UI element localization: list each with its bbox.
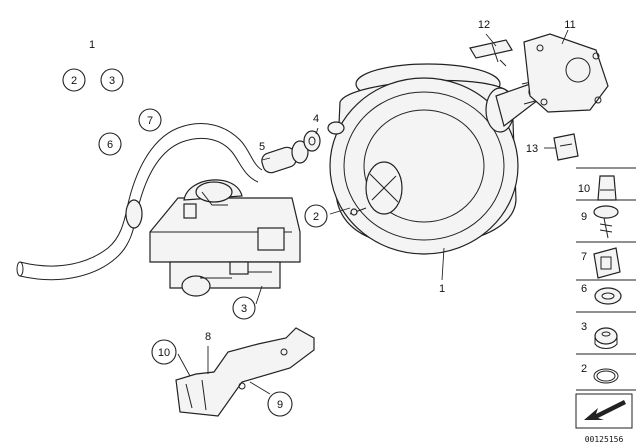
hose-sleeve [125, 199, 143, 229]
grommet [303, 130, 321, 152]
legend-label-2: 2 [581, 363, 587, 375]
legend-part-9-icon [593, 205, 619, 239]
gasket [523, 33, 609, 113]
diagram-id: 00125156 [585, 435, 624, 444]
callout-9-circle [267, 391, 293, 417]
master-cylinder [149, 179, 301, 297]
leader-lines [177, 29, 569, 395]
callout-5: 5 [259, 141, 265, 153]
callout-1-booster: 1 [439, 283, 445, 295]
callout-2-mid-label: 2 [313, 211, 319, 223]
callout-4: 4 [313, 113, 319, 125]
legend-label-9: 9 [581, 211, 587, 223]
legend-part-2-icon [593, 368, 619, 384]
vacuum-hose [16, 123, 263, 281]
legend-label-7: 7 [581, 251, 587, 263]
callout-10-label: 10 [158, 347, 170, 359]
callout-6-label: 6 [107, 139, 113, 151]
legend-part-10-icon [597, 175, 617, 201]
legend-dividers [576, 167, 636, 391]
brake-booster [327, 63, 547, 255]
callout-7-circle [138, 108, 162, 132]
callout-12: 12 [478, 19, 490, 31]
heat-shield [175, 327, 315, 417]
callout-3-circle-left [100, 68, 124, 92]
legend-label-3: 3 [581, 321, 587, 333]
callout-8: 8 [205, 331, 211, 343]
callout-2-left-label: 2 [71, 75, 77, 87]
legend-part-6-icon [594, 287, 622, 305]
callout-2-circle-mid [304, 204, 328, 228]
callout-1-top: 1 [89, 39, 95, 51]
callout-2-circle-left [62, 68, 86, 92]
callout-6-circle [98, 132, 122, 156]
callout-11: 11 [564, 19, 575, 31]
callout-10-circle [151, 339, 177, 365]
arrow-box [575, 393, 633, 429]
callout-9-label: 9 [277, 399, 283, 411]
callout-3-bottom-label: 3 [241, 303, 247, 315]
callout-13: 13 [526, 143, 538, 155]
callout-3-circle-bottom [232, 296, 256, 320]
legend-part-7-icon [593, 247, 621, 279]
callout-3-left-label: 3 [109, 75, 115, 87]
clip [469, 39, 513, 67]
legend-part-3-icon [594, 327, 618, 349]
legend-label-6: 6 [581, 283, 587, 295]
legend-label-10: 10 [578, 183, 590, 195]
callout-7-label: 7 [147, 115, 153, 127]
bracket [553, 133, 579, 161]
check-valve [261, 140, 309, 174]
